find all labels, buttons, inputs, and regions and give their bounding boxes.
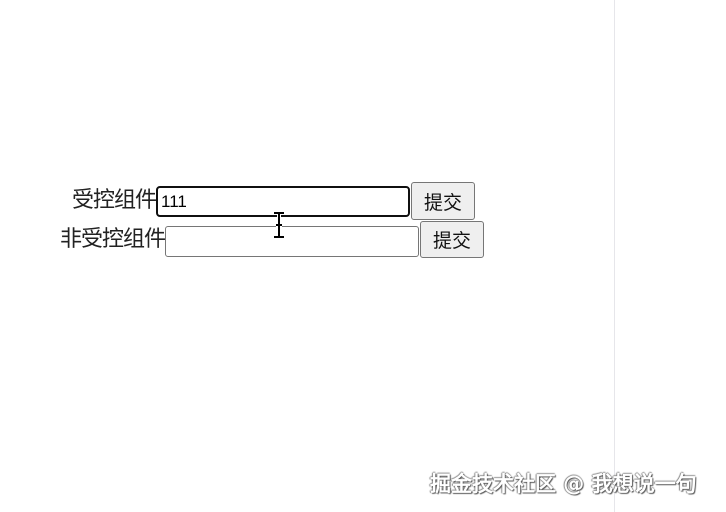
controlled-label: 受控组件 bbox=[72, 188, 157, 213]
page-divider bbox=[614, 0, 615, 512]
uncontrolled-label: 非受控组件 bbox=[60, 226, 166, 252]
ibeam-cursor-icon bbox=[274, 212, 284, 238]
uncontrolled-form-row: 非受控组件 提交 bbox=[60, 221, 485, 258]
controlled-input[interactable] bbox=[156, 186, 411, 217]
uncontrolled-input[interactable] bbox=[165, 225, 420, 257]
controlled-submit-button[interactable]: 提交 bbox=[411, 182, 476, 220]
uncontrolled-submit-button[interactable]: 提交 bbox=[420, 221, 485, 258]
watermark: 掘金技术社区 @ 我想说一句 bbox=[430, 472, 697, 496]
controlled-form-row: 受控组件 提交 bbox=[72, 182, 476, 220]
